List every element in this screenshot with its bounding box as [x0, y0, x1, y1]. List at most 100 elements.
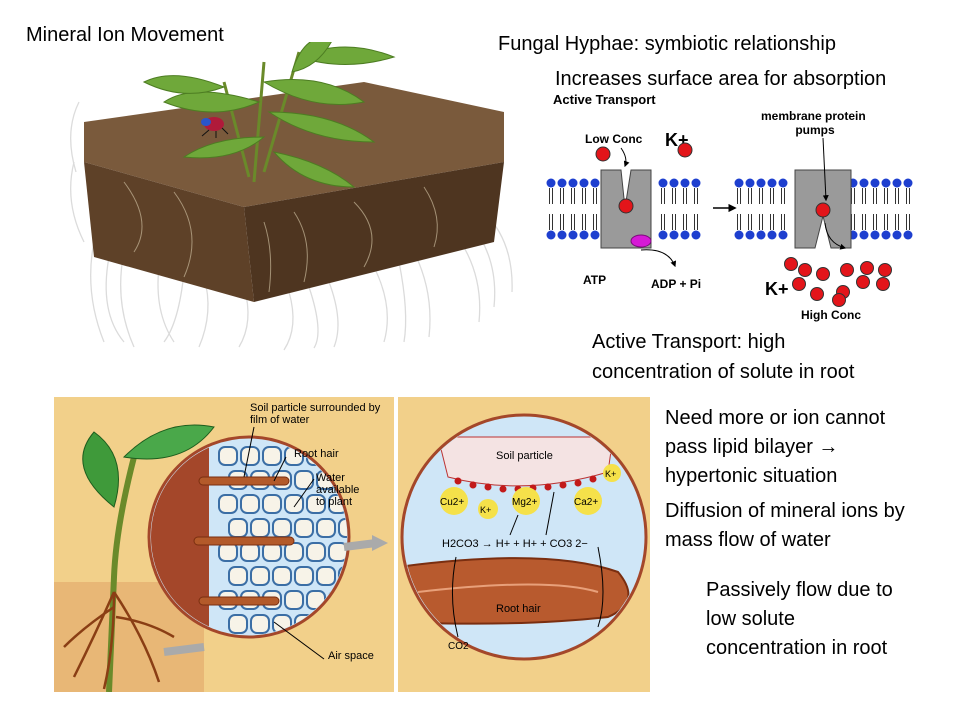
caption-line: Active Transport: high	[592, 331, 786, 353]
equation: H2CO3 → H+ + H+ + CO3 2−	[442, 538, 588, 550]
label-soil-particle: Soil particle surrounded by film of wate…	[250, 402, 383, 426]
label-line: to plant	[316, 496, 352, 508]
soil-particle	[306, 494, 326, 514]
label-line: Soil particle surrounded by	[250, 402, 381, 414]
note-line: hypertonic situation	[665, 465, 838, 487]
lipid-head	[767, 230, 777, 240]
label-line: Water	[316, 472, 345, 484]
soil-particle	[262, 494, 282, 514]
lipid-head	[881, 230, 891, 240]
lipid-head	[870, 230, 880, 240]
root-soil-diagram: Soil particle surrounded by film of wate…	[54, 397, 394, 692]
lipid-head	[658, 178, 668, 188]
at-membrane-line: membrane protein	[761, 109, 866, 123]
lipid-head	[658, 230, 668, 240]
lipid-head	[669, 178, 679, 188]
at-membrane-line: pumps	[795, 123, 835, 137]
lipid-head	[892, 230, 902, 240]
negative-charge	[589, 475, 597, 483]
ion-Cu: Cu2+	[440, 487, 468, 515]
negative-charge	[574, 479, 582, 487]
potassium-ion	[860, 261, 874, 275]
label-water: Water available to plant	[316, 472, 362, 508]
at-atp: ATP	[583, 273, 606, 287]
soil-particle	[328, 542, 347, 562]
high-conc-ions	[784, 257, 892, 307]
svg-text:Mg2+: Mg2+	[512, 497, 537, 508]
note-line: Need more or ion cannot	[665, 407, 886, 429]
soil-particle	[272, 566, 292, 586]
svg-text:K+: K+	[605, 469, 616, 479]
potassium-ion	[832, 293, 846, 307]
plant-leaf	[122, 424, 215, 460]
active-transport-diagram: Active Transport Low Conc K+ membrane pr…	[546, 92, 913, 322]
need-more-note: Need more or ion cannot pass lipid bilay…	[665, 404, 885, 491]
soil-particle	[250, 566, 270, 586]
negative-charge	[469, 481, 477, 489]
ion-low-conc	[595, 146, 611, 162]
negative-charges	[454, 475, 597, 493]
soil-particle	[250, 518, 270, 538]
fungal-note: Increases surface area for absorption	[555, 68, 887, 90]
pump-protein-right	[794, 169, 852, 249]
soil-particle	[218, 446, 238, 466]
at-low-conc: Low Conc	[585, 132, 643, 146]
lipid-head	[756, 230, 766, 240]
lipid-head	[590, 178, 600, 188]
lipid-head	[691, 178, 701, 188]
soil-particle	[294, 518, 314, 538]
diffusion-note: Diffusion of mineral ions by mass flow o…	[665, 497, 905, 555]
lipid-head	[579, 178, 589, 188]
ion-Ca: Ca2+	[574, 487, 602, 515]
soil-particle	[284, 542, 304, 562]
note-line: mass flow of water	[665, 529, 831, 551]
potassium-ion	[816, 267, 830, 281]
potassium-ion	[876, 277, 890, 291]
lipid-head	[734, 178, 744, 188]
passive-flow-note: Passively flow due to low solute concent…	[706, 576, 893, 663]
potassium-ion	[810, 287, 824, 301]
lipid-head	[568, 178, 578, 188]
svg-text:Ca2+: Ca2+	[574, 497, 598, 508]
soil-particle-label: Soil particle	[496, 450, 553, 462]
soil-particle	[316, 518, 336, 538]
lipid-head	[745, 178, 755, 188]
ion-K-right: K+	[603, 464, 621, 482]
soil-particle	[294, 566, 314, 586]
lipid-head	[778, 230, 788, 240]
potassium-ion	[878, 263, 892, 277]
lipid-head	[590, 230, 600, 240]
negative-charge	[484, 483, 492, 491]
soil-particle	[284, 494, 304, 514]
lipid-head	[669, 230, 679, 240]
soil-side	[244, 162, 504, 302]
soil-particle	[228, 614, 248, 634]
negative-charge	[559, 481, 567, 489]
lipid-head	[859, 230, 869, 240]
negative-charge	[499, 485, 507, 493]
potassium-ion	[856, 275, 870, 289]
soil-particle	[240, 494, 260, 514]
lipid-head	[870, 178, 880, 188]
ion-Mg: Mg2+	[512, 487, 540, 515]
at-ion-label-bottom: K+	[765, 279, 789, 299]
soil-particle	[250, 614, 270, 634]
potassium-ion	[792, 277, 806, 291]
soil-particle	[228, 566, 248, 586]
lipid-head	[859, 178, 869, 188]
soil-particle	[284, 590, 304, 610]
lipid-head	[767, 178, 777, 188]
note-line: Diffusion of mineral ions by	[665, 500, 905, 522]
lipid-head	[691, 230, 701, 240]
lipid-bilayers	[546, 178, 913, 240]
ion-exchange-diagram: Soil particle Root hair K+ Cu2+ K+ Mg2+ …	[398, 397, 650, 692]
lipid-head	[546, 230, 556, 240]
soil-particle	[218, 494, 238, 514]
slide-title: Mineral Ion Movement	[26, 24, 224, 46]
soil-particle	[240, 542, 260, 562]
soil-particle	[240, 446, 260, 466]
lipid-head	[756, 178, 766, 188]
fungal-heading: Fungal Hyphae: symbiotic relationship	[498, 33, 836, 55]
at-membrane-label: membrane protein pumps	[761, 109, 869, 137]
soil-front	[84, 162, 254, 302]
